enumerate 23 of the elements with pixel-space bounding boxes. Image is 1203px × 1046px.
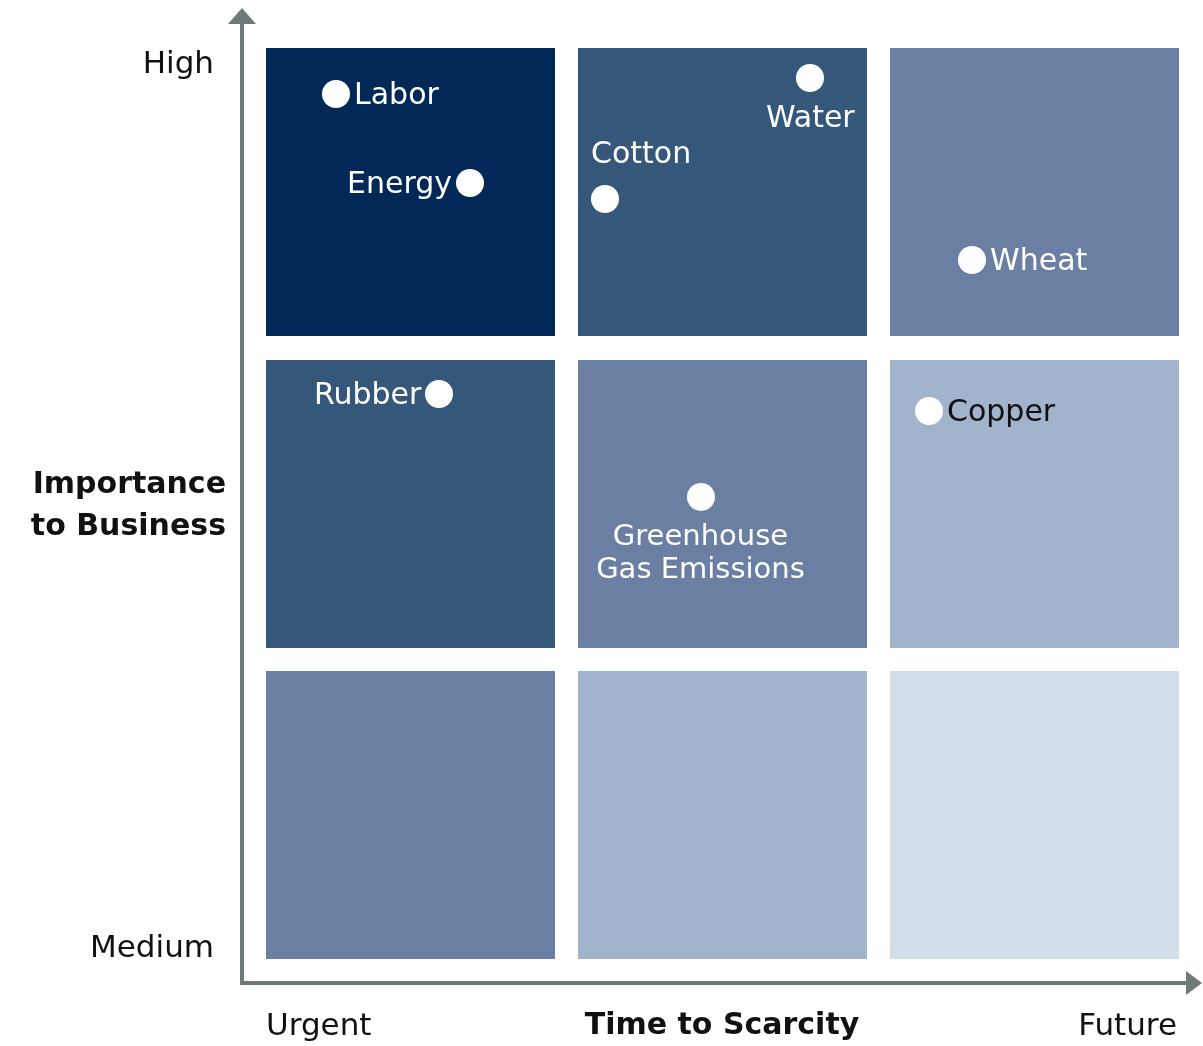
axis-label: Future <box>1078 1005 1177 1044</box>
matrix-cell <box>266 360 555 648</box>
axis-label: Urgent <box>266 1005 372 1044</box>
matrix-cell <box>266 671 555 959</box>
matrix-cell <box>890 671 1179 959</box>
item-label: Rubber <box>314 377 422 412</box>
matrix-cell <box>890 360 1179 648</box>
axis-label: Medium <box>90 927 214 966</box>
item-label: Labor <box>354 77 439 112</box>
matrix-cell <box>266 48 555 336</box>
item-label: Greenhouse Gas Emissions <box>595 519 806 586</box>
axis-label: High <box>142 43 214 82</box>
matrix-cell <box>578 360 867 648</box>
axis-title: Time to Scarcity <box>583 1005 861 1043</box>
item-label: Copper <box>947 394 1056 429</box>
axis-title: Importance to Business <box>29 464 226 544</box>
item-label: Cotton <box>591 136 692 171</box>
matrix-cell <box>890 48 1179 336</box>
matrix-cell <box>578 48 867 336</box>
matrix-cell <box>578 671 867 959</box>
item-label: Energy <box>347 166 453 201</box>
item-label: Water <box>766 100 855 135</box>
item-label: Wheat <box>990 243 1088 278</box>
